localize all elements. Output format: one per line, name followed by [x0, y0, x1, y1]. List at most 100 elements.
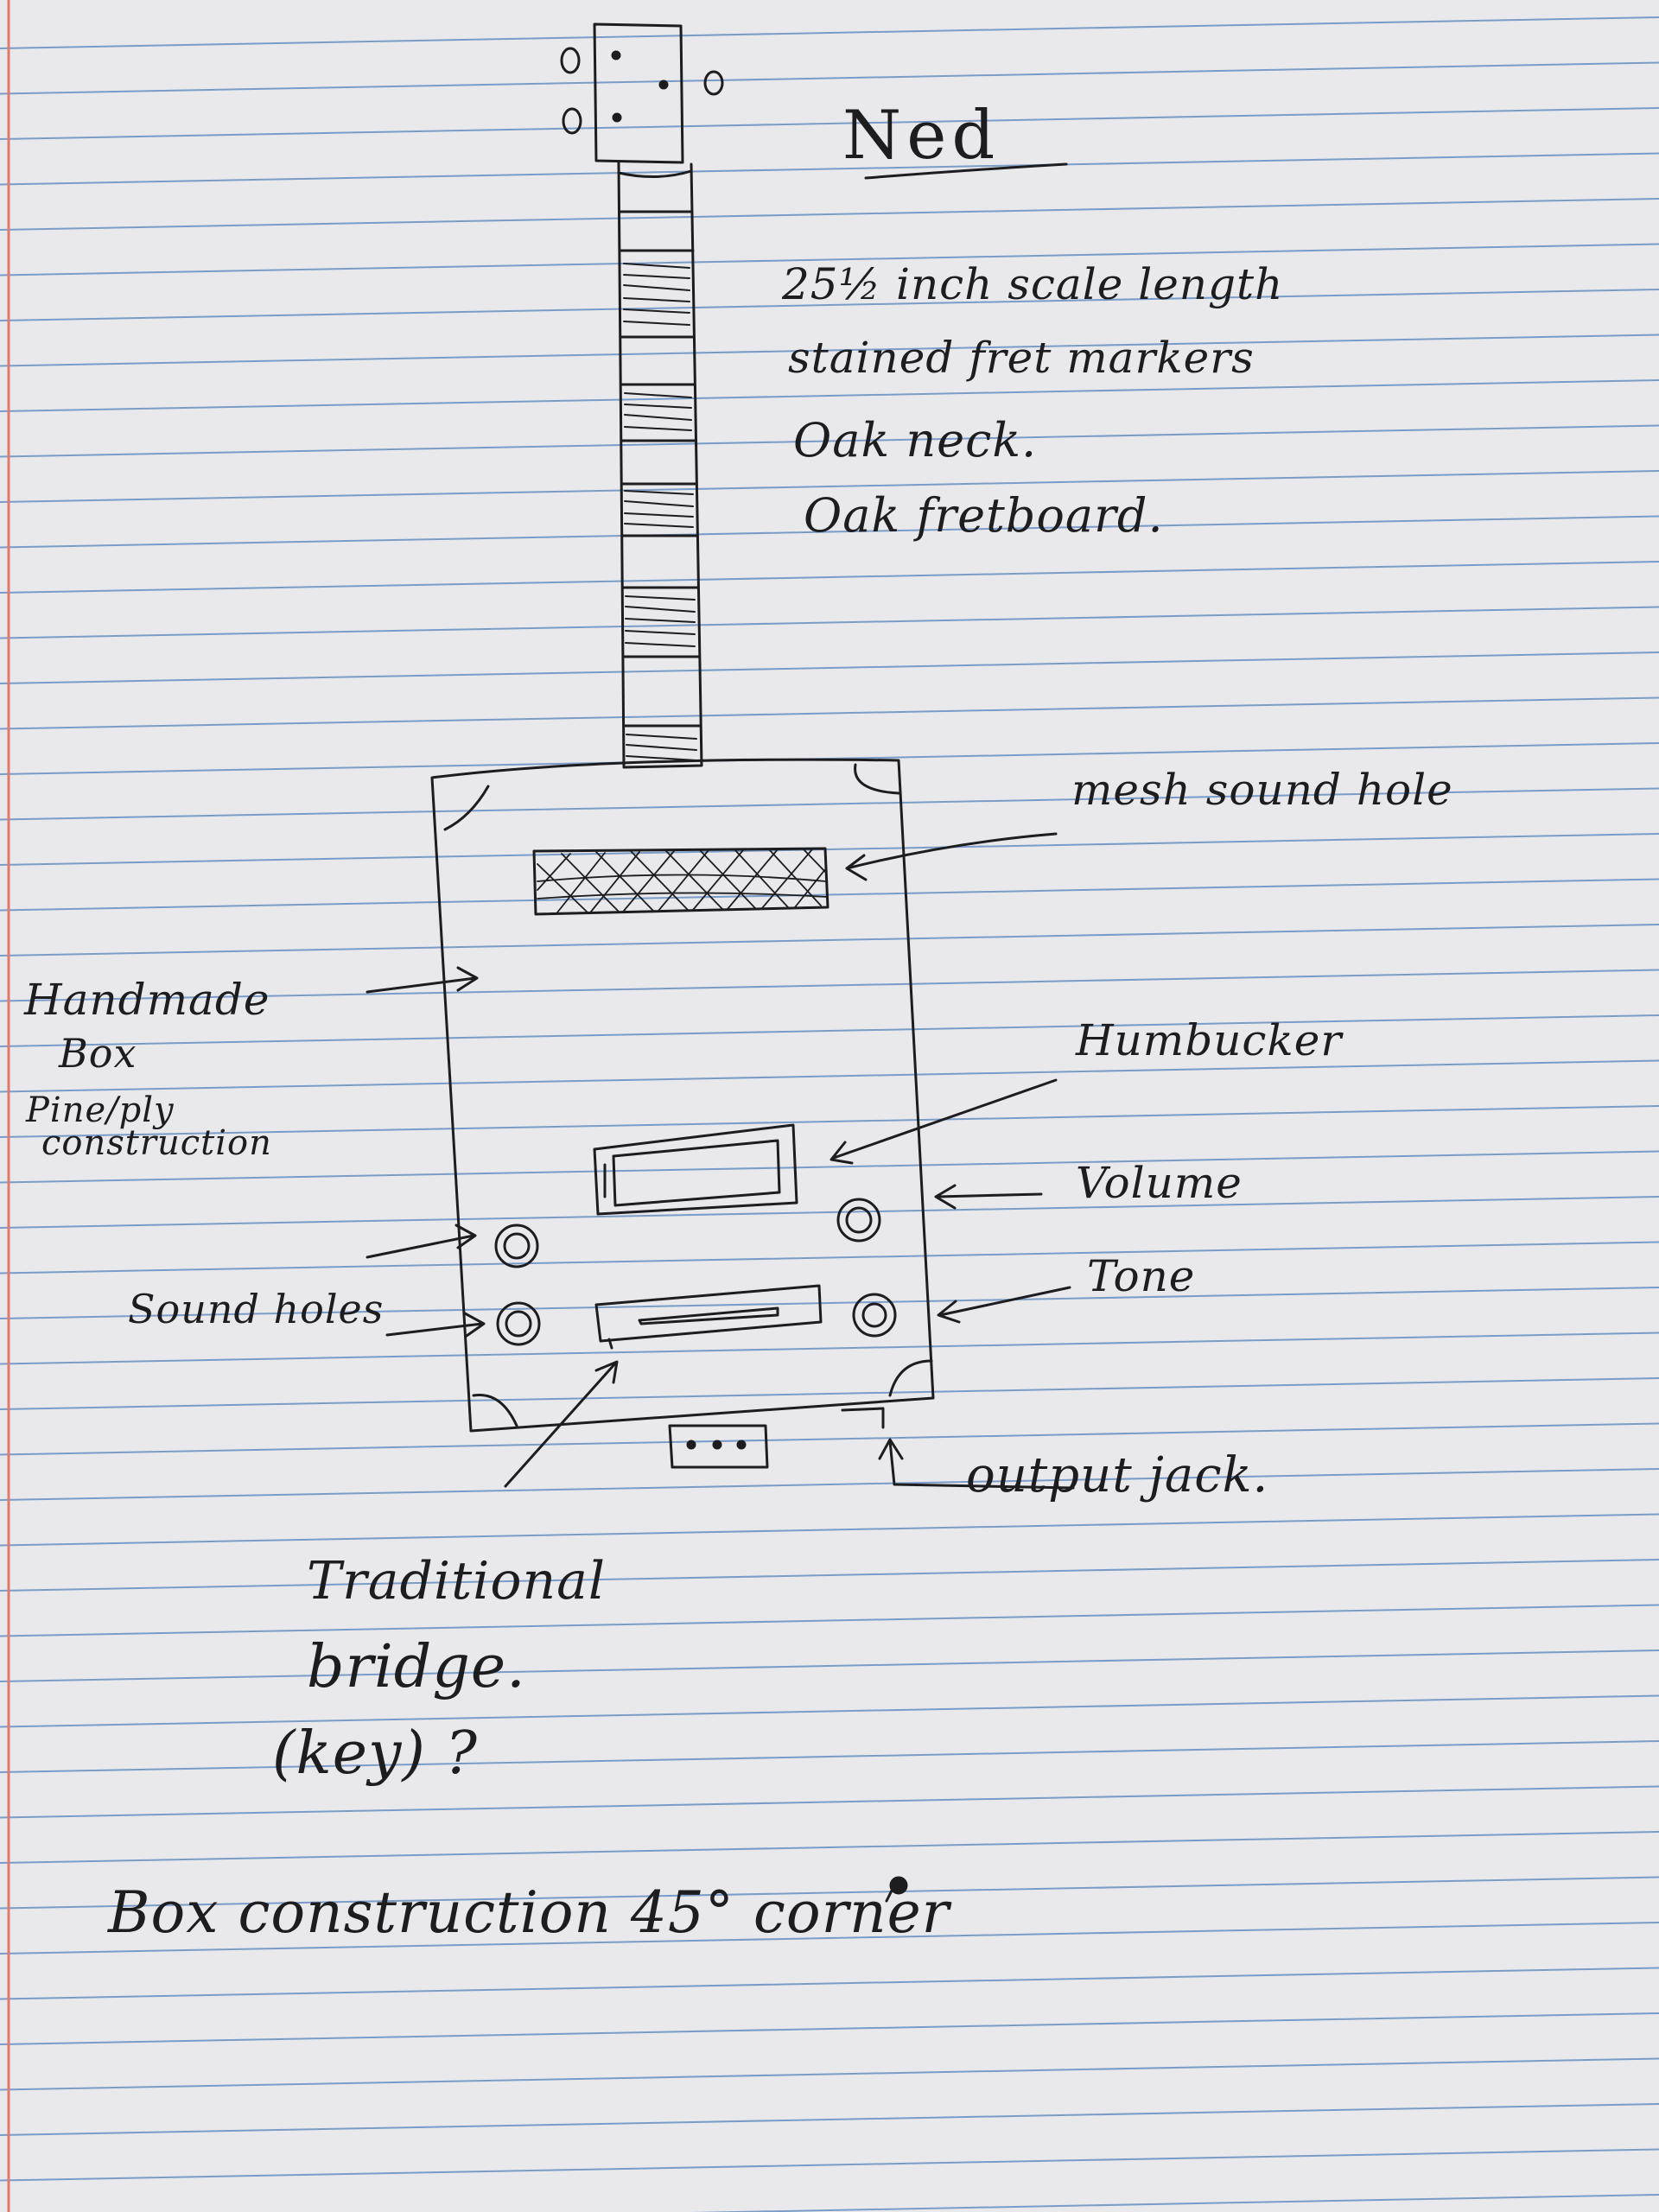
ruled-line [0, 107, 1659, 140]
ruled-line [0, 1014, 1659, 1047]
sound-holes [494, 1224, 541, 1346]
ruled-line [0, 652, 1659, 684]
neck [617, 161, 703, 769]
ink-dot [889, 1876, 908, 1895]
corner-brace [888, 1359, 933, 1397]
headstock [560, 22, 724, 164]
ruled-line [0, 924, 1659, 957]
ruled-line [0, 969, 1659, 1002]
ruled-line [0, 424, 1659, 458]
diagram-title: Ned [842, 97, 1001, 175]
tuner-peg [562, 107, 582, 135]
ruled-line [0, 2148, 1659, 2182]
ruled-line [0, 833, 1659, 866]
arrows [365, 832, 1075, 1490]
ruled-line [0, 1059, 1659, 1093]
ruled-line [0, 696, 1659, 730]
ruled-line [0, 2103, 1659, 2136]
arrow-tone [937, 1286, 1071, 1324]
bridge [594, 1284, 823, 1350]
label-handmade: Handmade [24, 975, 270, 1025]
ruled-line [0, 1785, 1659, 1819]
footer-note: Box construction 45° corner [108, 1879, 950, 1946]
ruled-line [0, 878, 1659, 912]
ruled-line [0, 16, 1659, 49]
output-jack [841, 1407, 885, 1429]
arrow-humbucker [830, 1078, 1058, 1165]
label-mesh-sound-hole: mesh sound hole [1071, 765, 1453, 815]
tone-knob [852, 1293, 897, 1338]
ruled-line [0, 2012, 1659, 2045]
ruled-line [0, 289, 1659, 321]
spec-oak-neck: Oak neck. [793, 413, 1038, 467]
arrow-volume [934, 1184, 1043, 1210]
fret-lines [619, 210, 702, 728]
ruled-line [0, 1468, 1659, 1501]
ruled-line [0, 1740, 1659, 1773]
ruled-line [0, 1241, 1659, 1274]
corner-brace [443, 785, 490, 831]
corner-brace [854, 763, 900, 795]
ruled-line [0, 1287, 1659, 1319]
arrow-mesh [845, 832, 1058, 881]
ruled-line [0, 515, 1659, 549]
ruled-line [0, 334, 1659, 367]
tuner-peg [703, 70, 724, 96]
humbucker-pickup [593, 1123, 798, 1216]
label-humbucker: Humbucker [1076, 1015, 1343, 1065]
label-construction: construction [41, 1123, 272, 1163]
label-bridge: bridge. [307, 1633, 526, 1701]
fret-markers [623, 263, 697, 761]
ruled-line [0, 1105, 1659, 1138]
tuner-peg [560, 47, 581, 74]
sound-hole [496, 1301, 541, 1346]
spec-scale-length: 25½ inch scale length [782, 259, 1284, 309]
label-pine-ply: Pine/ply [26, 1090, 175, 1130]
label-sound-holes: Sound holes [128, 1286, 385, 1332]
ruled-lines [0, 16, 1659, 2212]
label-tone: Tone [1087, 1251, 1196, 1301]
label-key: (key) ? [272, 1719, 478, 1788]
title-underline [864, 162, 1068, 180]
label-traditional: Traditional [307, 1551, 607, 1611]
label-volume: Volume [1076, 1158, 1243, 1208]
corner-brace [472, 1393, 518, 1427]
arrow-handmade [365, 966, 479, 994]
body-box [430, 758, 935, 1433]
ruled-line [0, 1831, 1659, 1864]
ruled-line [0, 61, 1659, 95]
ruled-line [0, 1150, 1659, 1184]
ruled-line [0, 1559, 1659, 1592]
ruled-line [0, 1922, 1659, 1955]
ruled-line [0, 379, 1659, 412]
volume-knob [836, 1198, 881, 1243]
arrow-output-jack [878, 1438, 1075, 1490]
ruled-line [0, 1422, 1659, 1456]
mesh-sound-hole [532, 847, 830, 916]
ruled-line [0, 1967, 1659, 2000]
ruled-line [0, 1649, 1659, 1682]
ruled-line [0, 243, 1659, 276]
arrow-soundhole-upper [365, 1224, 477, 1259]
ruled-line [0, 1694, 1659, 1728]
ruled-line [690, 2194, 1659, 2212]
ruled-line [0, 1604, 1659, 1637]
ruled-line [0, 1196, 1659, 1229]
ruled-line [0, 1513, 1659, 1547]
ruled-line [0, 787, 1659, 821]
ruled-line [0, 1377, 1659, 1410]
label-output-jack: output jack. [966, 1447, 1269, 1503]
spec-oak-fretboard: Oak fretboard. [804, 488, 1164, 543]
ruled-line [0, 198, 1659, 231]
ruled-line [0, 470, 1659, 503]
ruled-line [0, 2057, 1659, 2091]
ruled-line [0, 1876, 1659, 1910]
ruled-line [0, 1332, 1659, 1365]
ruled-line [0, 606, 1659, 639]
spec-fret-markers: stained fret markers [788, 333, 1255, 383]
ruled-line [0, 561, 1659, 594]
sound-hole [494, 1224, 539, 1268]
arrow-bridge [504, 1360, 619, 1488]
